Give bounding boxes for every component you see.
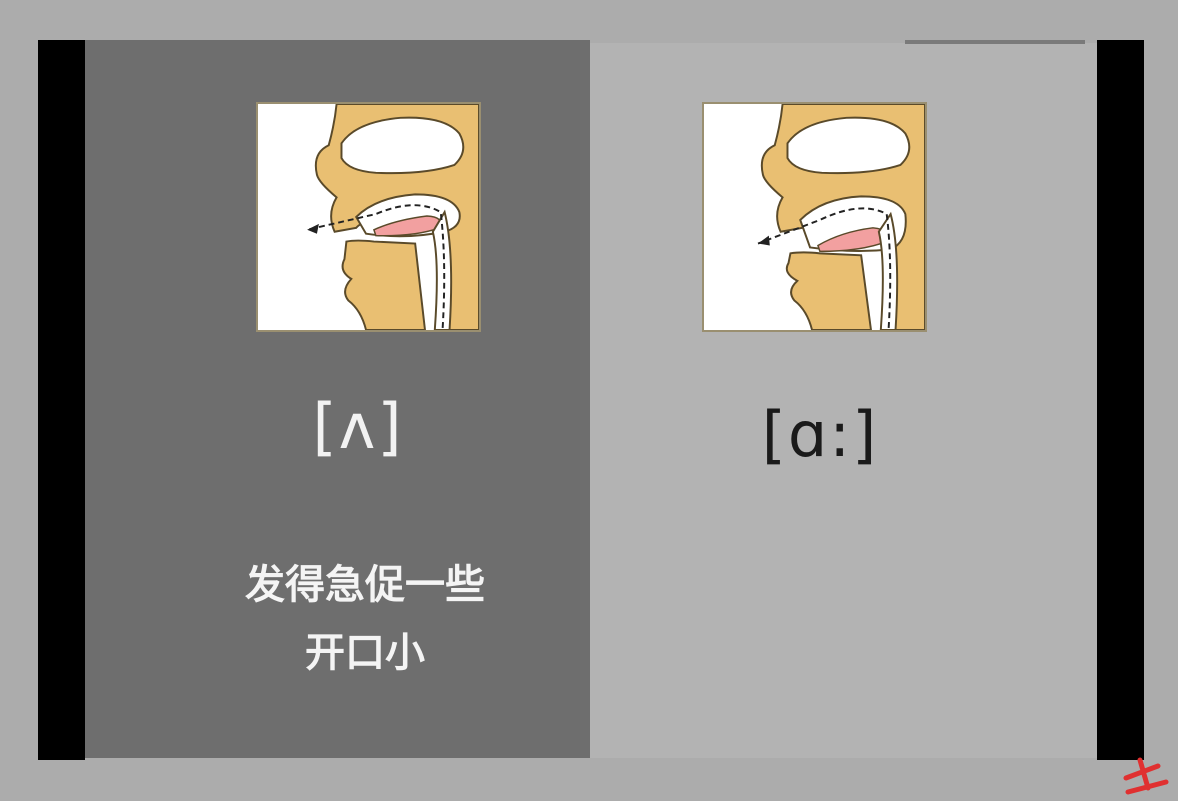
phonetic-symbol-long: [ɑ:] — [761, 398, 879, 471]
pronunciation-note-2: 开口小 — [305, 630, 425, 676]
mouth-diagram-long — [704, 104, 925, 330]
watermark-mark-icon — [1118, 748, 1178, 797]
right-black-bar — [1097, 40, 1144, 760]
mouth-cross-section-icon — [256, 102, 481, 332]
top-edge-mark — [905, 40, 1085, 44]
phonetic-symbol-short: [ʌ] — [312, 390, 404, 463]
left-black-bar — [38, 40, 85, 760]
pronunciation-note-1: 发得急促一些 — [245, 562, 485, 608]
mouth-cross-section-icon — [702, 102, 927, 332]
mouth-diagram-short — [258, 104, 479, 330]
